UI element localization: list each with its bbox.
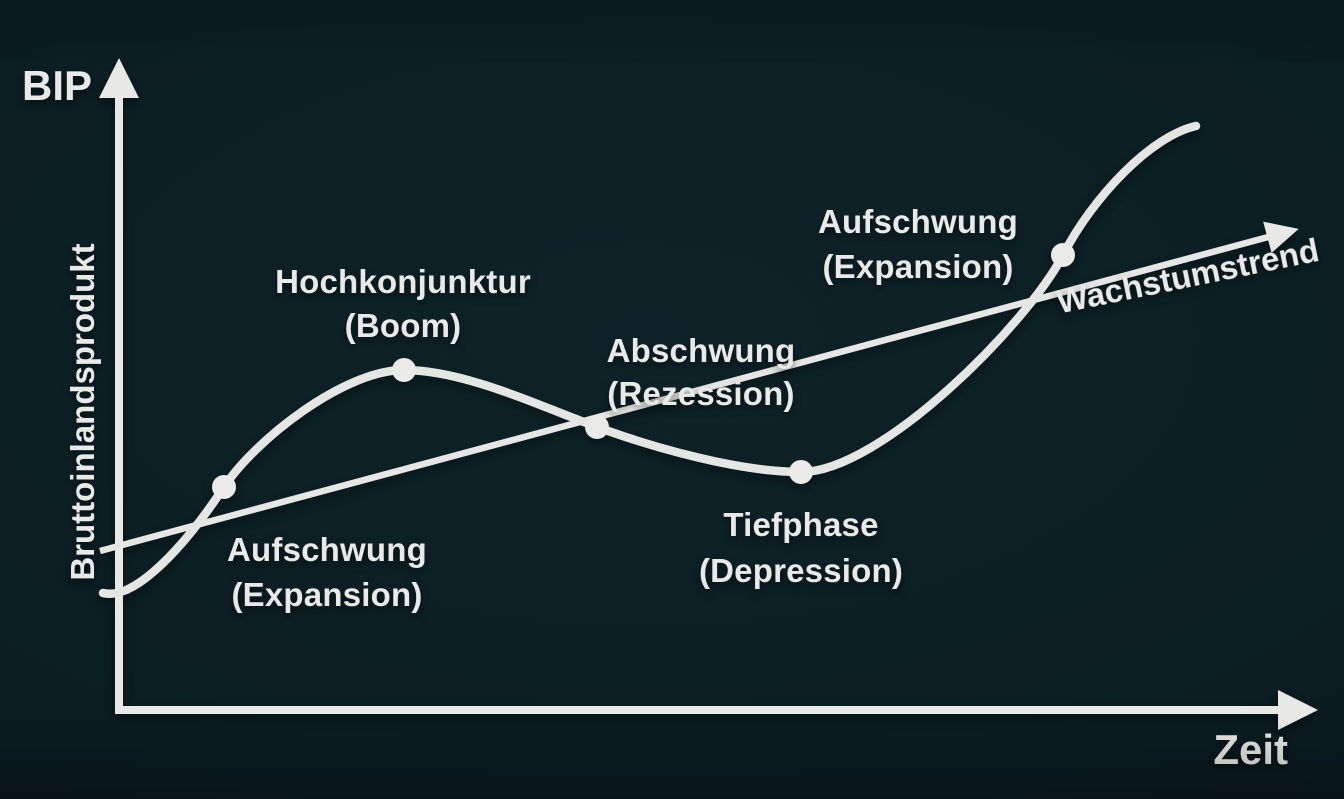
label-boom-line1: Hochkonjunktur — [275, 263, 531, 300]
marker-dot-depression-trough — [789, 460, 813, 484]
marker-dot-boom-peak — [392, 358, 416, 382]
x-axis-label: Zeit — [1213, 726, 1288, 773]
label-expansion-late-line1: Aufschwung — [818, 203, 1018, 240]
label-boom-line2: (Boom) — [345, 307, 462, 344]
label-recession-line1: Abschwung — [607, 332, 796, 369]
label-expansion-late-line2: (Expansion) — [822, 248, 1013, 285]
label-depression-line1: Tiefphase — [723, 506, 878, 543]
marker-dot-expansion-early — [212, 475, 236, 499]
label-expansion-early-line2: (Expansion) — [231, 576, 422, 613]
y-axis-title: BIP — [22, 62, 92, 109]
label-expansion-early-line1: Aufschwung — [227, 531, 427, 568]
label-recession-line2: (Rezession) — [607, 375, 794, 412]
marker-dot-recession — [585, 415, 609, 439]
label-depression-line2: (Depression) — [699, 552, 903, 589]
y-axis-label: Bruttoinlandsprodukt — [64, 243, 101, 580]
growth-trend-label: Wachstumstrend — [1053, 231, 1322, 320]
xy-axes-with-arrow-icons — [99, 57, 1318, 730]
growth-trend-line — [99, 221, 1299, 555]
marker-dot-expansion-late — [1051, 243, 1075, 267]
